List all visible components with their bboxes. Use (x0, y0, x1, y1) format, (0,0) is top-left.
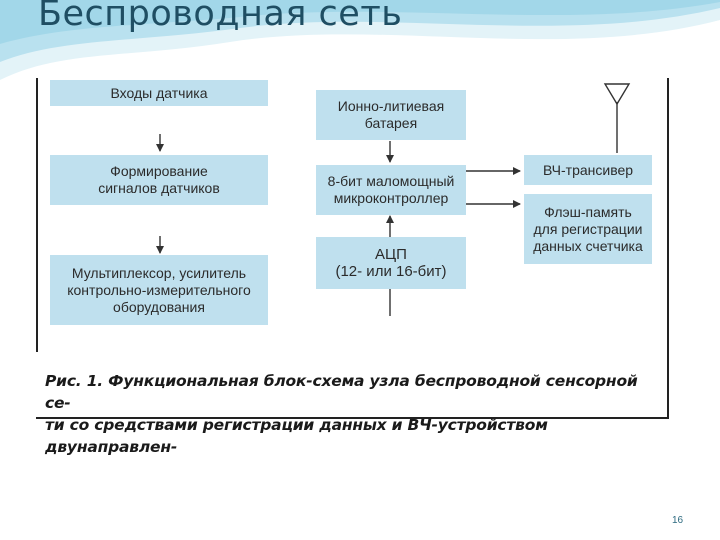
block-battery: Ионно-литиевая батарея (316, 90, 466, 140)
block-rf-transceiver: ВЧ-трансивер (524, 155, 652, 185)
block-flash-memory: Флэш-память для регистрации данных счетч… (524, 194, 652, 264)
header-wave-decoration (0, 0, 720, 80)
figure-frame-left (36, 78, 38, 352)
antenna-icon (603, 83, 631, 106)
page-number: 16 (672, 515, 684, 526)
block-mcu: 8-бит маломощный микроконтроллер (316, 165, 466, 215)
block-adc: АЦП (12- или 16-бит) (316, 237, 466, 289)
block-signal-shaping: Формирование сигналов датчиков (50, 155, 268, 205)
figure-caption: Рис. 1. Функциональная блок-схема узла б… (45, 372, 638, 456)
block-multiplexer: Мультиплексор, усилитель контрольно-изме… (50, 255, 268, 325)
figure-frame-bottom (36, 417, 669, 419)
block-sensor-inputs: Входы датчика (50, 80, 268, 106)
figure-frame-right (667, 78, 669, 418)
slide-title: Беспроводная сеть (38, 0, 403, 34)
